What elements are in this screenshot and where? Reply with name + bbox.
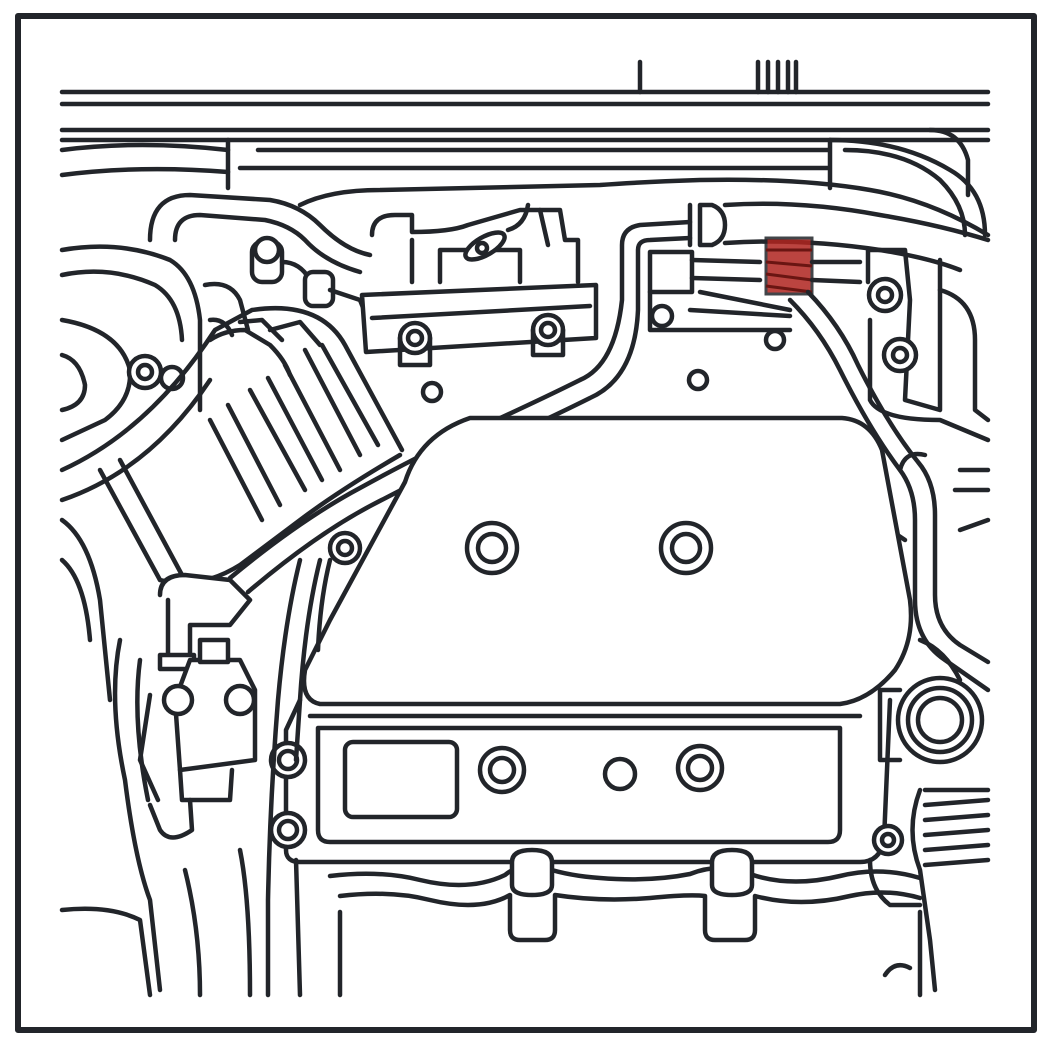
highlighted-connector [764,236,863,296]
sensor-bracket [647,249,793,392]
oil-pan-bosses [327,847,923,998]
mount-bolt-cluster [249,235,371,323]
left-lower-assembly [59,517,258,998]
vacuum-hose-lower [182,530,363,998]
right-hoses [787,247,991,693]
left-bracket [59,244,251,443]
lower-intake-manifold [268,725,843,850]
valve-cover [283,415,914,865]
air-intake-duct [59,305,405,586]
vacuum-hose-upper [147,177,991,275]
throttle-body [359,202,599,404]
cowl-rails [59,59,991,238]
thermostat-housing [867,637,991,993]
frame-border [15,13,1037,1033]
